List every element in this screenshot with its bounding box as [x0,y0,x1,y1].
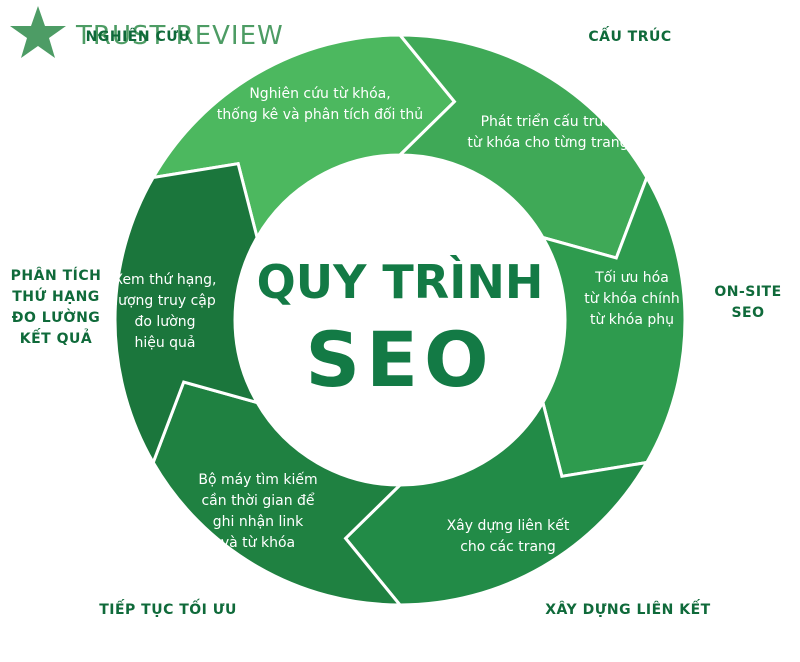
ring-segment-6 [113,162,261,466]
text-line: hiệu quả [134,335,195,351]
stage-1-outer-label: NGHIÊN CỨU [86,27,191,45]
text-line: từ khóa chính [584,291,680,307]
text-line: SEO [731,305,764,321]
text-line: và từ khóa [221,535,295,551]
text-line: Phát triển cấu trúc, [481,113,616,130]
text-line: XÂY DỰNG LIÊN KẾT [545,599,710,618]
text-line: cho các trang [460,539,556,555]
text-line: TIẾP TỤC TỐI ƯU [99,598,237,618]
text-line: CẤU TRÚC [588,25,671,45]
stage-3-outer-label: ON-SITE SEO [714,284,781,321]
stage-4-outer-label: XÂY DỰNG LIÊN KẾT [545,599,710,618]
star-logo-icon [10,6,66,58]
center-title-line2: SEO [305,315,494,404]
text-line: Bộ máy tìm kiếm [198,471,317,488]
stage-5-outer-label: TIẾP TỤC TỐI ƯU [99,598,237,618]
text-line: lượng truy cập [114,293,216,309]
stage-1-text: Nghiên cứu từ khóa, thống kê và phân tích… [217,86,423,123]
text-line: ĐO LƯỜNG [12,308,101,326]
text-line: PHÂN TÍCH [11,267,102,284]
text-line: Nghiên cứu từ khóa, [249,86,390,102]
stage-3-text: Tối ưu hóa từ khóa chính từ khóa phụ [584,269,680,328]
text-line: Xem thứ hạng, [113,272,216,288]
process-ring [113,33,687,607]
stage-2-outer-label: CẤU TRÚC [588,25,671,45]
text-line: Tối ưu hóa [594,269,669,286]
stage-5-text: Bộ máy tìm kiếm cần thời gian để ghi nhận … [198,471,317,551]
text-line: ON-SITE [714,284,781,300]
text-line: từ khóa cho từng trang [467,135,628,151]
center-title-line1: QUY TRÌNH [257,255,544,309]
text-line: KẾT QUẢ [20,328,92,347]
text-line: Xây dựng liên kết [447,517,570,534]
text-line: thống kê và phân tích đối thủ [217,106,423,123]
stage-4-text: Xây dựng liên kết cho các trang [447,517,570,555]
text-line: từ khóa phụ [590,312,674,328]
text-line: THỨ HẠNG [12,287,100,305]
trust-review-logo: TRUST REVIEW [10,6,284,58]
text-line: đo lường [135,314,196,330]
text-line: ghi nhận link [213,514,304,530]
stage-2-text: Phát triển cấu trúc, từ khóa cho từng tra… [467,113,628,151]
stage-6-text: Xem thứ hạng, lượng truy cập đo lường hiệu … [113,272,216,351]
text-line: cần thời gian để [201,492,314,509]
logo-text: TRUST REVIEW [75,21,284,51]
stage-6-outer-label: PHÂN TÍCH THỨ HẠNG ĐO LƯỜNG KẾT QUẢ [11,267,102,347]
text-line: NGHIÊN CỨU [86,27,191,45]
